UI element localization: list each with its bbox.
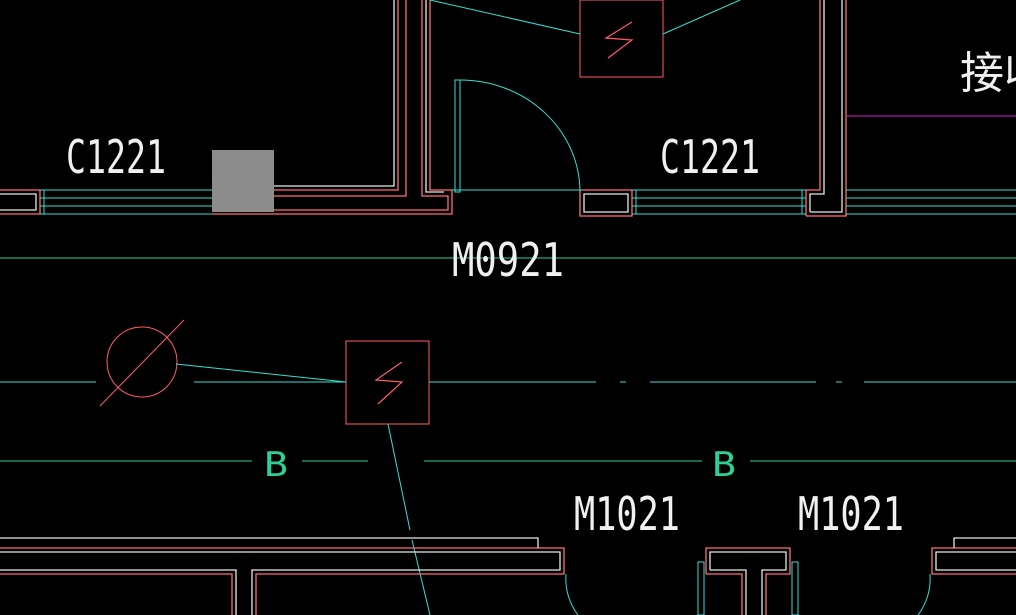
door-leaf	[454, 79, 461, 193]
lamp-fixture[interactable]	[99, 319, 185, 407]
wall-bottom-right-outer	[931, 547, 1016, 575]
wiring-middle	[175, 363, 431, 615]
wall-bottom-mid-inner	[709, 551, 787, 615]
wall-left-room-outer	[0, 189, 41, 215]
axis-label-left[interactable]: B	[264, 445, 288, 485]
window-label-right[interactable]: C1221	[660, 130, 760, 184]
electric-box-zigzag-icon	[604, 21, 634, 59]
room-label-partial[interactable]: 接收	[960, 48, 1016, 99]
wall-bottom-mid-outer	[705, 547, 791, 615]
window-left	[40, 189, 212, 215]
wall-bottom-right-cap	[953, 537, 1016, 548]
window-far-right	[846, 189, 1016, 215]
door-swings-bottom	[565, 561, 931, 615]
axis-label-right[interactable]: B	[712, 445, 736, 485]
wiring-top	[429, 0, 741, 35]
door-leaf-bottom-mid-left	[697, 561, 705, 615]
wall-bottom-left-outer	[0, 547, 565, 615]
bottom-walls	[0, 537, 1016, 615]
door-label-top[interactable]: M0921	[452, 233, 564, 287]
door-arc-bottom-left	[565, 573, 579, 615]
wall-door-jamb-right-inner	[583, 193, 629, 213]
door-label-bottom-right[interactable]: M1021	[798, 487, 904, 541]
electric-box-zigzag-icon	[374, 361, 404, 405]
top-windows	[40, 189, 1016, 215]
door-label-bottom-left[interactable]: M1021	[574, 487, 680, 541]
ceiling-lamp-symbol	[106, 326, 178, 398]
wall-left-room-inner	[0, 193, 37, 211]
wall-right-column-inner	[809, 0, 843, 213]
electric-box-symbol	[345, 340, 430, 425]
wall-bottom-right-inner	[935, 551, 1016, 571]
door-arc-bottom-right	[917, 573, 931, 615]
electric-box-top[interactable]	[579, 0, 664, 78]
door-swing-top	[452, 79, 581, 193]
wall-bottom-long-left-inner	[425, 0, 444, 193]
window-label-left[interactable]: C1221	[66, 130, 166, 184]
door-leaf-bottom-mid-right	[791, 561, 799, 615]
lamp-slash-icon	[99, 319, 185, 407]
electric-box-middle[interactable]	[345, 340, 430, 425]
door-arc	[459, 79, 581, 193]
structural-column-block[interactable]	[212, 150, 274, 212]
wall-bottom-left-cap	[0, 537, 539, 548]
electric-box-symbol	[579, 0, 664, 78]
wall-right-column-outer	[805, 0, 847, 217]
window-right	[632, 189, 806, 215]
wall-bottom-left-inner	[0, 551, 561, 615]
annotations: C1221 C1221 M0921 M1021 M1021 B B 接收	[66, 48, 1016, 541]
wall-door-jamb-right-outer	[579, 189, 633, 217]
